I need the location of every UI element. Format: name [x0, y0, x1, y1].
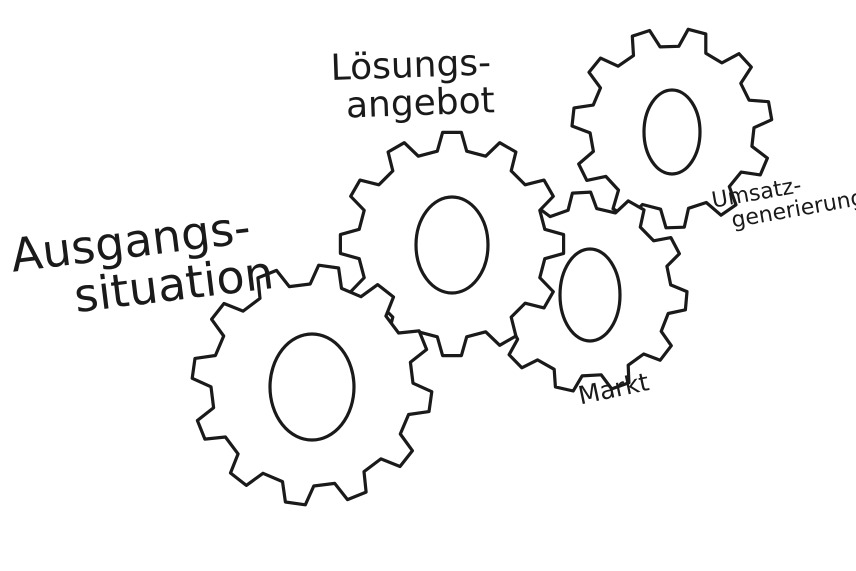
gear-loesungsangebot [338, 130, 566, 358]
gear-ausgangssituation [190, 263, 434, 507]
label-loesungsangebot-line2: angebot [345, 80, 496, 127]
label-loesungsangebot: Lösungs- angebot [330, 42, 496, 127]
gear-ausgangssituation-hole [268, 332, 356, 442]
gear-umsatzgenerierung [570, 27, 774, 230]
gear-loesungsangebot-hole [414, 195, 490, 295]
gear-markt-hole [558, 247, 622, 343]
gear-umsatzgenerierung-hole [642, 88, 702, 176]
